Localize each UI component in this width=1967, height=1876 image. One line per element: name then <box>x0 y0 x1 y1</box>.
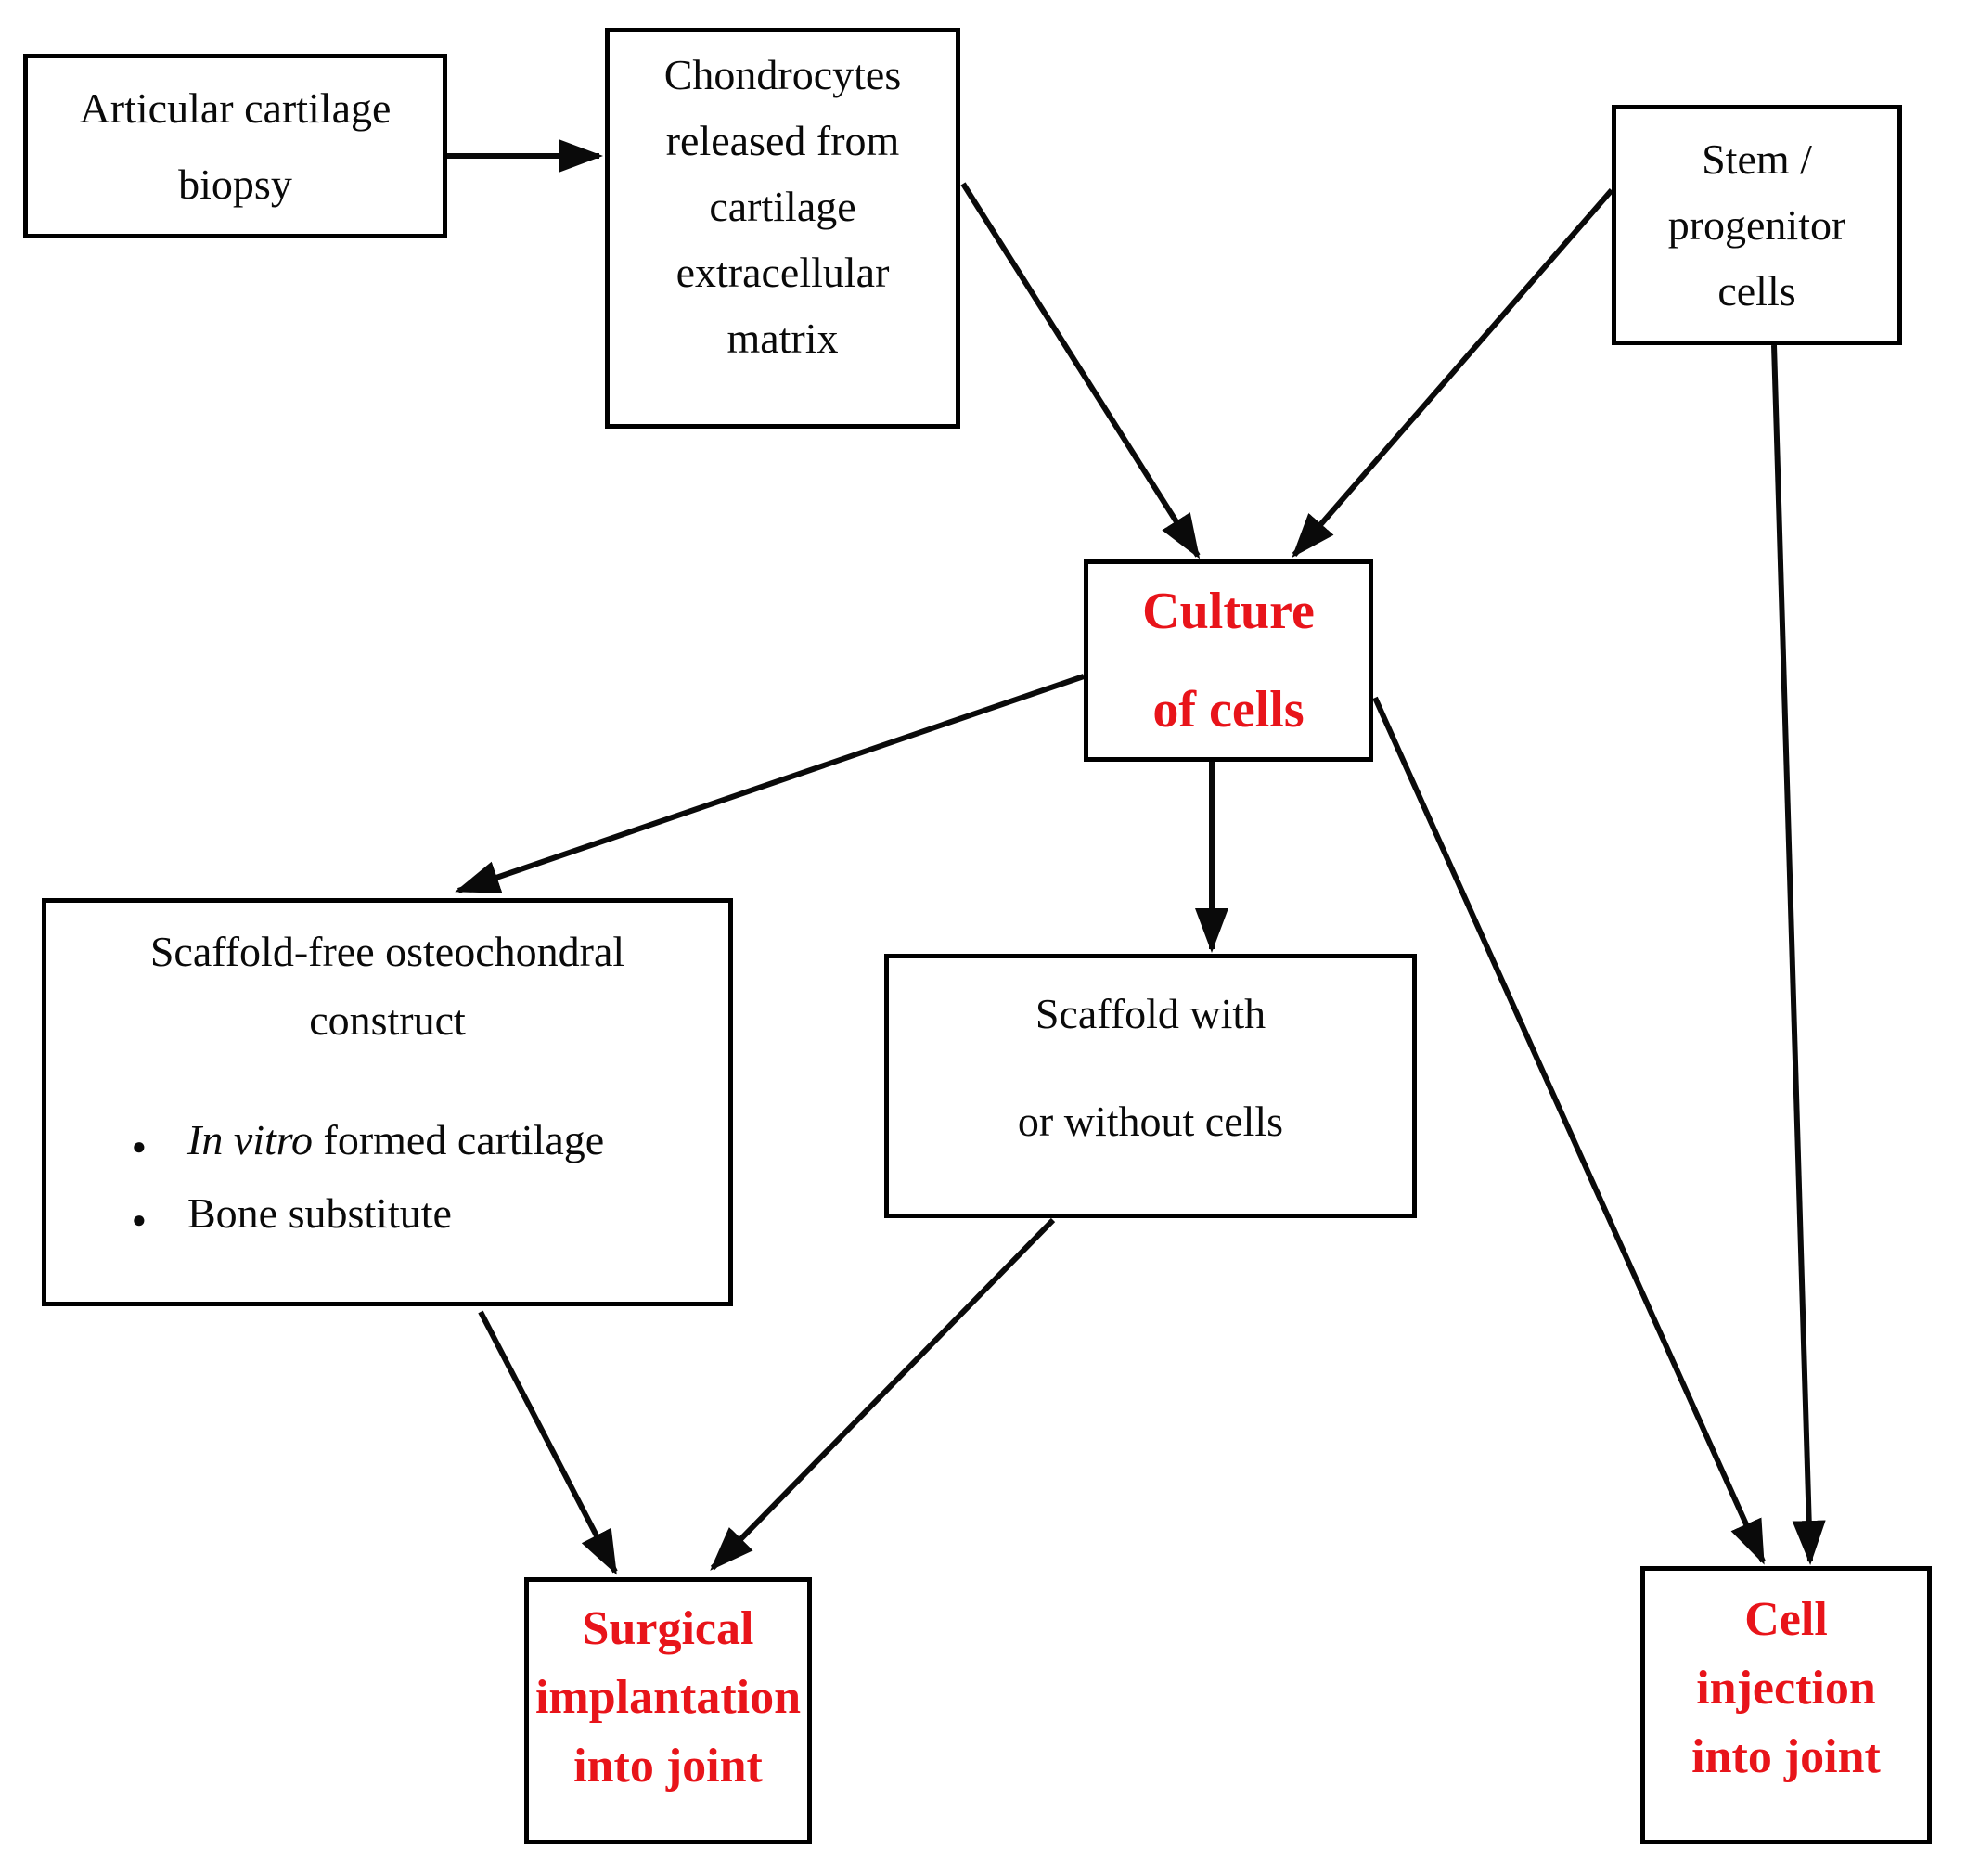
bullet-text-rest: formed cartilage <box>313 1116 605 1163</box>
node-label-line: Culture <box>1142 583 1315 640</box>
node-label-line: Stem / <box>1702 135 1812 183</box>
node-culture-of-cells: Culture of cells <box>1084 559 1373 762</box>
node-label-line: progenitor <box>1667 201 1846 249</box>
node-label-line: cells <box>1717 267 1796 315</box>
node-label-line: Scaffold with <box>1035 990 1266 1037</box>
node-label-line: biopsy <box>178 160 292 208</box>
arrow-scaffold-free-to-surgical <box>478 1310 618 1575</box>
node-label-line: injection <box>1696 1662 1876 1715</box>
bullet-text: In vitro formed cartilage <box>187 1107 604 1174</box>
node-label-line: Chondrocytes <box>663 51 902 98</box>
node-label-line: Cell <box>1744 1593 1828 1646</box>
bullet-icon: ● <box>132 1206 147 1233</box>
node-label-line: released from <box>665 117 900 164</box>
arrow-stem-to-injection <box>1771 344 1826 1565</box>
bullet-icon: ● <box>132 1133 147 1160</box>
node-stem-progenitor-cells: Stem / progenitor cells <box>1612 105 1902 345</box>
node-label-line: Articular cartilage <box>79 84 392 132</box>
node-chondrocytes: Chondrocytes released from cartilage ext… <box>605 28 960 429</box>
arrow-culture-to-injection <box>1372 696 1766 1565</box>
bullet-item: ● Bone substitute <box>46 1180 728 1253</box>
node-label-line: cartilage <box>709 183 856 230</box>
bullet-text-italic: In vitro <box>187 1116 313 1163</box>
arrow-scaffold-to-surgical <box>710 1217 1056 1571</box>
node-label-line: construct <box>309 996 466 1044</box>
node-label-line: into joint <box>573 1740 763 1792</box>
node-surgical-implantation-into-joint: Surgical implantation into joint <box>524 1577 812 1844</box>
node-label-line: Surgical <box>582 1602 754 1655</box>
node-cell-injection-into-joint: Cell injection into joint <box>1640 1566 1932 1844</box>
node-label-line: of cells <box>1152 681 1305 739</box>
arrow-chondrocytes-to-culture <box>960 182 1201 559</box>
node-label-line: implantation <box>534 1671 802 1724</box>
arrow-culture-to-scaffold-free <box>455 674 1085 893</box>
node-label-line: or without cells <box>1017 1098 1284 1145</box>
node-label-line: into joint <box>1691 1730 1881 1783</box>
bullet-text: Bone substitute <box>187 1180 452 1247</box>
node-label-line: matrix <box>726 315 839 362</box>
node-articular-cartilage-biopsy: Articular cartilage biopsy <box>23 54 447 238</box>
bullet-item: ● In vitro formed cartilage <box>46 1107 728 1180</box>
bullet-list: ● In vitro formed cartilage ● Bone subst… <box>46 1107 728 1253</box>
node-scaffold-with-or-without-cells: Scaffold with or without cells <box>884 954 1417 1218</box>
bullet-text-rest: Bone substitute <box>187 1189 452 1237</box>
node-scaffold-free-construct: Scaffold-free osteochondral construct ● … <box>42 898 733 1306</box>
node-label-line: extracellular <box>675 249 890 296</box>
node-label-line: Scaffold-free osteochondral <box>149 928 625 975</box>
arrow-stem-to-culture <box>1292 188 1614 559</box>
